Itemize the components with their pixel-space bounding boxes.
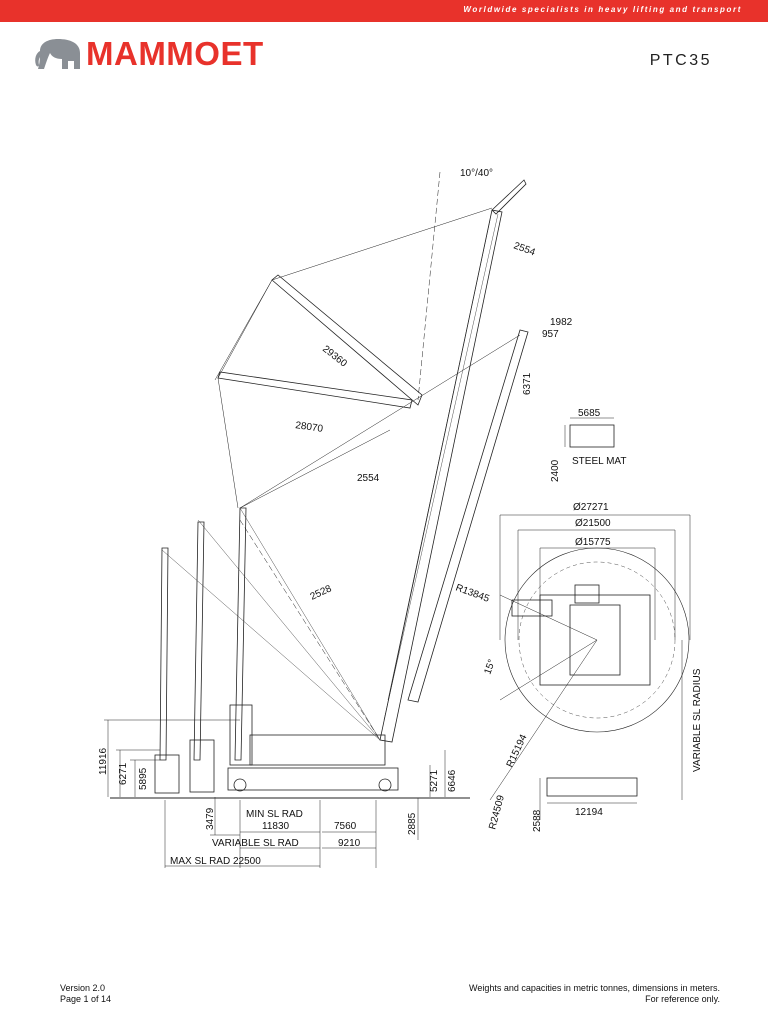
- superstructure: [249, 734, 386, 766]
- dim-5271: 5271: [429, 769, 440, 792]
- plan-dia-21500: Ø21500: [575, 518, 611, 529]
- steel-mat-label: STEEL MAT: [572, 456, 626, 467]
- units-note: Weights and capacities in metric tonnes,…: [469, 983, 720, 993]
- counterweight-left: [154, 754, 180, 794]
- counterweight-mid: [189, 739, 215, 793]
- footer-note-block: Weights and capacities in metric tonnes,…: [469, 983, 720, 1005]
- dim-5895: 5895: [138, 767, 149, 790]
- plan-dim-12194: 12194: [575, 807, 603, 818]
- plan-dim-2588: 2588: [532, 809, 543, 832]
- fly-jib: [491, 179, 527, 215]
- mast-2: [193, 521, 205, 761]
- plan-dia-27271: Ø27271: [573, 502, 609, 513]
- header-bar: Worldwide specialists in heavy lifting a…: [0, 0, 768, 22]
- brand-logo: MAMMOET: [34, 36, 304, 72]
- dim-1982: 1982: [550, 317, 573, 328]
- dim-7560: 7560: [334, 821, 357, 832]
- model-name: PTC35: [649, 52, 712, 69]
- plan-carbody: [539, 594, 651, 686]
- main-boom: [379, 209, 503, 743]
- mast-1: [159, 547, 169, 761]
- dim-6271: 6271: [118, 762, 129, 785]
- brand-name: MAMMOET: [86, 35, 264, 72]
- plan-variable-sl-radius: VARIABLE SL RADIUS: [692, 668, 703, 772]
- plan-dia-15775: Ø15775: [575, 537, 611, 548]
- dim-6646: 6646: [447, 769, 458, 792]
- dim-angle: 10°/40°: [460, 168, 493, 179]
- version-text: Version 2.0: [60, 983, 106, 993]
- luffing-jib-upper: [271, 274, 423, 406]
- tagline: Worldwide specialists in heavy lifting a…: [463, 5, 742, 14]
- dim-11916: 11916: [98, 747, 109, 775]
- plan-r15194: R15194: [505, 732, 530, 769]
- reference-note: For reference only.: [645, 994, 720, 1004]
- dim-2885: 2885: [407, 812, 418, 835]
- dim-2554-mid: 2554: [357, 473, 380, 484]
- dim-957: 957: [542, 329, 559, 340]
- mast-3: [234, 507, 247, 761]
- dim-2400: 2400: [550, 459, 561, 482]
- plan-r13845: R13845: [454, 582, 491, 604]
- dim-29360: 29360: [320, 344, 349, 370]
- mammoth-icon: [35, 39, 80, 69]
- page-number: Page 1 of 14: [60, 994, 112, 1004]
- variable-sl-rad-label: VARIABLE SL RAD: [212, 838, 299, 849]
- second-boom: [407, 329, 529, 703]
- footer-version-block: Version 2.0 Page 1 of 14: [60, 983, 111, 1005]
- dim-2554-top: 2554: [512, 240, 537, 258]
- crawler-base: [227, 767, 399, 791]
- max-sl-rad-label: MAX SL RAD 22500: [170, 856, 261, 867]
- dim-3479: 3479: [205, 807, 216, 830]
- dim-28070: 28070: [295, 420, 325, 435]
- min-sl-rad-label: MIN SL RAD: [246, 809, 303, 820]
- plan-angle-15: 15°: [482, 658, 498, 676]
- dim-9210: 9210: [338, 838, 361, 849]
- dim-11830: 11830: [262, 821, 290, 832]
- dim-6371: 6371: [522, 372, 533, 395]
- luffing-jib-mid: [217, 371, 413, 409]
- steel-mat: [569, 424, 615, 448]
- dim-5685: 5685: [578, 408, 601, 419]
- dim-2528: 2528: [309, 583, 334, 603]
